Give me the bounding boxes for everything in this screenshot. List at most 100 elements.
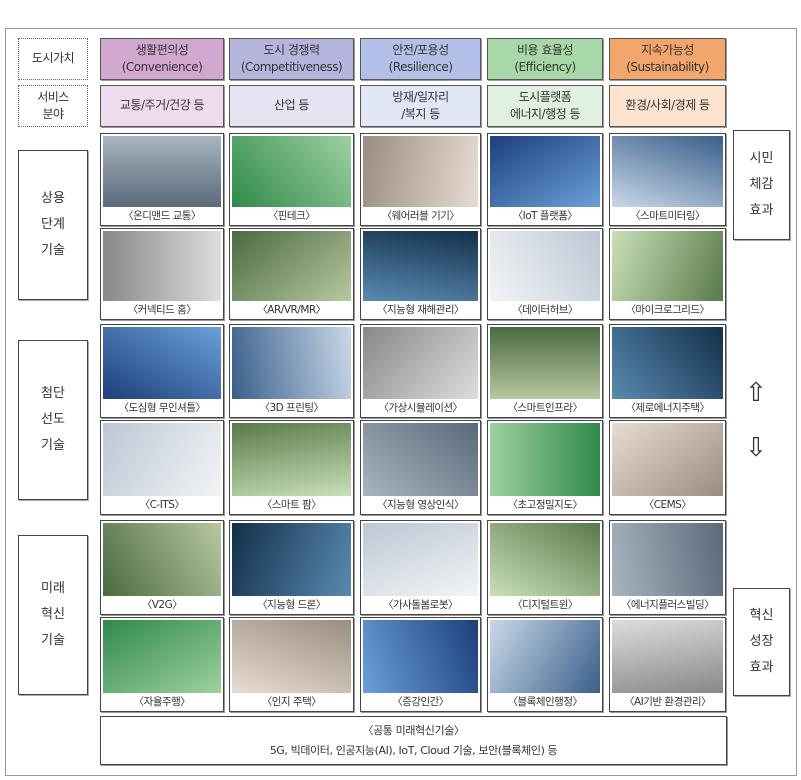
stage-label: 미래 혁신 기술: [18, 535, 88, 695]
tech-photo: [363, 620, 478, 693]
common-tech-title: 〈공통 미래혁신기술〉: [362, 724, 465, 737]
city-value-subtitle: (Competitiveness): [240, 60, 343, 74]
tech-tile: 〈AR/VR/MR〉: [229, 228, 354, 320]
service-field: 방재/일자리 /복지 등: [360, 85, 481, 127]
tech-caption: 〈AR/VR/MR〉: [257, 304, 326, 316]
tech-caption: 〈핀테크〉: [267, 210, 316, 222]
city-value-subtitle: (Efficiency): [514, 60, 576, 74]
tech-photo: [103, 136, 221, 207]
tech-photo: [612, 136, 723, 207]
common-tech-box: 〈공통 미래혁신기술〉 5G, 빅데이터, 인공지능(AI), IoT, Clo…: [100, 716, 727, 765]
stage-label: 첨단 선도 기술: [18, 340, 88, 500]
tech-tile: 〈스마트미터링〉: [609, 133, 726, 226]
tech-tile: 〈IoT 플랫폼〉: [487, 133, 603, 226]
tech-caption: 〈가상시뮬레이션〉: [378, 402, 463, 414]
tech-tile: 〈에너지플러스빌딩〉: [609, 520, 726, 615]
tech-tile: 〈초고정밀지도〉: [487, 420, 603, 515]
tech-photo: [612, 423, 723, 496]
tech-caption: 〈스마트미터링〉: [630, 210, 705, 222]
tech-tile: 〈증강인간〉: [360, 617, 481, 712]
tech-tile: 〈AI기반 환경관리〉: [609, 617, 726, 712]
tech-caption: 〈제로에너지주택〉: [625, 402, 710, 414]
tech-photo: [232, 423, 351, 496]
tech-tile: 〈인지 주택〉: [229, 617, 354, 712]
tech-caption: 〈지능형 영상인식〉: [377, 499, 464, 511]
city-value-subtitle: (Convenience): [121, 60, 203, 74]
tech-photo: [103, 231, 221, 301]
tech-tile: 〈웨어러블 기기〉: [360, 133, 481, 226]
tech-caption: 〈에너지플러스빌딩〉: [620, 599, 715, 611]
stage-label: 상용 단계 기술: [18, 150, 88, 300]
tech-photo: [490, 523, 600, 596]
tech-caption: 〈가사돌봄로봇〉: [383, 599, 458, 611]
city-value-title: 비용 효율성: [516, 42, 574, 57]
tech-photo: [103, 327, 221, 399]
down-arrow-icon: ⇩: [745, 433, 767, 463]
city-value-header: 지속가능성 (Sustainability): [609, 38, 726, 80]
tech-caption: 〈디지털트윈〉: [512, 599, 578, 611]
tech-photo: [232, 327, 351, 399]
tech-photo: [232, 231, 351, 301]
tech-photo: [612, 231, 723, 301]
citizen-effect-box: 시민 체감 효과: [733, 130, 790, 240]
tech-caption: 〈CEMS〉: [643, 499, 692, 511]
tech-tile: 〈핀테크〉: [229, 133, 354, 226]
tech-photo: [103, 423, 221, 496]
tech-caption: 〈스마트인프라〉: [507, 402, 583, 414]
tech-tile: 〈스마트인프라〉: [487, 324, 603, 418]
tech-caption: 〈커넥티드 홈〉: [127, 304, 197, 316]
city-value-subtitle: (Resilience): [388, 60, 453, 74]
city-value-header: 도시 경쟁력 (Competitiveness): [229, 38, 354, 80]
city-value-header: 비용 효율성 (Efficiency): [487, 38, 603, 80]
tech-caption: 〈지능형 재해관리〉: [377, 304, 464, 316]
tech-caption: 〈증강인간〉: [392, 696, 449, 708]
service-field: 산업 등: [229, 85, 354, 127]
row-label-service: 서비스 분야: [18, 85, 88, 127]
tech-tile: 〈도심형 무인셔틀〉: [100, 324, 224, 418]
tech-photo: [232, 136, 351, 207]
service-field: 도시플랫폼 에너지/행정 등: [487, 85, 603, 127]
tech-caption: 〈온디맨드 교통〉: [123, 210, 201, 222]
city-value-title: 생활편의성: [135, 42, 189, 57]
city-value-header: 안전/포용성 (Resilience): [360, 38, 481, 80]
tech-photo: [363, 327, 478, 399]
tech-tile: 〈커넥티드 홈〉: [100, 228, 224, 320]
tech-tile: 〈온디맨드 교통〉: [100, 133, 224, 226]
tech-photo: [232, 523, 351, 596]
tech-caption: 〈V2G〉: [141, 599, 183, 611]
tech-tile: 〈C-ITS〉: [100, 420, 224, 515]
tech-photo: [490, 231, 600, 301]
tech-tile: 〈3D 프린팅〉: [229, 324, 354, 418]
city-value-title: 지속가능성: [641, 42, 694, 57]
tech-caption: 〈인지 주택〉: [261, 696, 322, 708]
tech-tile: 〈스마트 팜〉: [229, 420, 354, 515]
up-arrow-icon: ⇧: [745, 378, 767, 408]
tech-caption: 〈웨어러블 기기〉: [381, 210, 460, 222]
tech-caption: 〈AI기반 환경관리〉: [623, 696, 712, 708]
tech-photo: [363, 136, 478, 207]
tech-tile: 〈지능형 영상인식〉: [360, 420, 481, 515]
tech-caption: 〈C-ITS〉: [139, 499, 185, 511]
row-label-city-value: 도시가치: [18, 38, 88, 80]
tech-photo: [363, 523, 478, 596]
tech-caption: 〈데이터허브〉: [512, 304, 578, 316]
tech-caption: 〈도심형 무인셔틀〉: [118, 402, 206, 414]
tech-tile: 〈가사돌봄로봇〉: [360, 520, 481, 615]
tech-tile: 〈마이크로그리드〉: [609, 228, 726, 320]
city-value-subtitle: (Sustainability): [626, 60, 709, 74]
diagram-frame: [5, 28, 797, 776]
tech-photo: [490, 620, 600, 693]
tech-tile: 〈CEMS〉: [609, 420, 726, 515]
tech-caption: 〈3D 프린팅〉: [259, 402, 324, 414]
tech-tile: 〈블록체인행정〉: [487, 617, 603, 712]
tech-caption: 〈초고정밀지도〉: [507, 499, 583, 511]
tech-tile: 〈지능형 드론〉: [229, 520, 354, 615]
service-field: 환경/사회/경제 등: [609, 85, 726, 127]
common-tech-text: 5G, 빅데이터, 인공지능(AI), IoT, Cloud 기술, 보안(블록…: [269, 744, 558, 757]
city-value-title: 안전/포용성: [392, 42, 449, 57]
city-value-header: 생활편의성 (Convenience): [100, 38, 224, 80]
tech-photo: [612, 523, 723, 596]
tech-photo: [363, 423, 478, 496]
tech-tile: 〈지능형 재해관리〉: [360, 228, 481, 320]
tech-tile: 〈데이터허브〉: [487, 228, 603, 320]
